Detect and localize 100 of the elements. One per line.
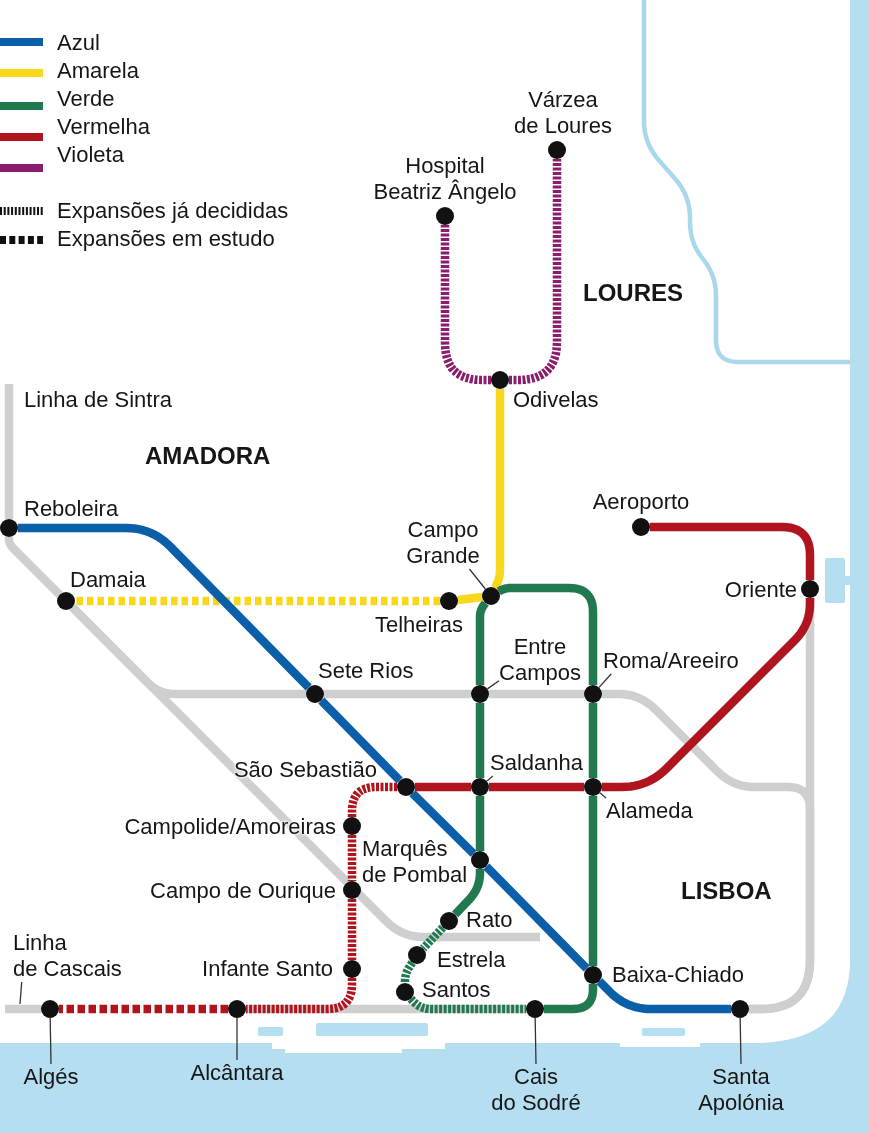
metro-line (409, 790, 477, 857)
metro-line (420, 924, 446, 952)
station-name: Santa Apolónia (698, 1064, 784, 1116)
metro-line (596, 978, 731, 1014)
station-dot (57, 592, 75, 610)
station-name: Aeroporto (592, 489, 690, 515)
railway-line (69, 604, 540, 942)
station-dot (584, 778, 602, 796)
station-dot (343, 960, 361, 978)
area-name: LOURES (583, 280, 683, 306)
metro-line (452, 868, 485, 918)
metro-line (246, 978, 357, 1014)
station-name: São Sebastião (233, 757, 377, 783)
legend-label: Expansões em estudo (57, 226, 275, 252)
metro-line (475, 796, 485, 851)
leader-line (486, 680, 500, 690)
leader-line (49, 1017, 52, 1065)
metro-line (59, 1004, 228, 1014)
leader-line (19, 981, 23, 1005)
station-dot (471, 778, 489, 796)
station-name: Estrela (437, 947, 506, 973)
legend-label: Vermelha (57, 114, 150, 140)
station-name: Infante Santo (202, 956, 333, 982)
metro-line (440, 225, 491, 385)
legend-label: Verde (57, 86, 115, 112)
area-name: AMADORA (145, 443, 271, 469)
railway-line (4, 384, 14, 519)
station-dot (436, 207, 454, 225)
station-name: Hospital Beatriz Ângelo (373, 153, 517, 205)
station-dot (526, 1000, 544, 1018)
metro-line (415, 782, 471, 792)
station-dot (343, 881, 361, 899)
leader-line (236, 1017, 238, 1061)
station-name: Alameda (606, 798, 693, 824)
station-dot (0, 519, 18, 537)
station-name: Oriente (724, 577, 797, 603)
legend-label: Azul (57, 30, 100, 56)
railway-line (5, 1004, 41, 1014)
station-dot (471, 851, 489, 869)
area-name: LISBOA (681, 878, 772, 904)
railway-name: Linha de Sintra (24, 387, 172, 413)
metro-line (475, 703, 485, 778)
station-name: Campolide/Amoreiras (124, 814, 336, 840)
metro-line (347, 835, 357, 881)
station-name: Campo Grande (406, 517, 480, 569)
station-name: Telheiras (375, 612, 463, 638)
station-dot (440, 912, 458, 930)
metro-line (509, 159, 562, 385)
leader-line (534, 1017, 537, 1065)
railway-line (324, 689, 471, 699)
station-name: Roma/Areeiro (603, 648, 739, 674)
metro-line (18, 523, 312, 691)
station-name: Santos (422, 977, 491, 1003)
metro-line (483, 863, 590, 972)
railway-line (489, 689, 584, 699)
station-dot (397, 778, 415, 796)
station-name: Entre Campos (499, 634, 581, 686)
station-dot (584, 966, 602, 984)
metro-line (489, 782, 584, 792)
metro-line (75, 596, 440, 606)
station-dot (228, 1000, 246, 1018)
station-dot (548, 141, 566, 159)
station-dot (41, 1000, 59, 1018)
railway-line (246, 1004, 526, 1014)
station-dot (440, 592, 458, 610)
station-name: Alcântara (190, 1060, 284, 1086)
metro-line (347, 782, 397, 817)
metro-line (457, 592, 483, 605)
station-name: Rato (466, 907, 513, 933)
station-dot (584, 685, 602, 703)
leader-line (468, 568, 487, 590)
metro-line (475, 600, 489, 685)
metro-line (650, 522, 815, 580)
metro-line (544, 984, 598, 1014)
leader-line (739, 1017, 742, 1065)
metro-line (347, 899, 357, 960)
station-name: Baixa-Chiado (612, 962, 745, 988)
station-name: Várzea de Loures (514, 87, 612, 139)
station-name: Saldanha (490, 750, 583, 776)
leader-line (486, 775, 494, 782)
station-dot (482, 587, 500, 605)
metro-line (407, 995, 526, 1014)
station-dot (408, 946, 426, 964)
metro-line (602, 598, 815, 792)
metro-line (495, 583, 598, 685)
metro-line (491, 389, 505, 591)
leader-line (599, 792, 607, 799)
station-dot (632, 518, 650, 536)
station-dot (801, 580, 819, 598)
legend-label: Expansões já decididas (57, 198, 289, 224)
metro-line (588, 796, 598, 966)
legend-label: Amarela (57, 58, 139, 84)
station-name: Campo de Ourique (150, 878, 336, 904)
station-name: Reboleira (24, 496, 119, 522)
station-dot (343, 817, 361, 835)
railway-name: Linha de Cascais (13, 930, 122, 982)
station-name: Marquês de Pombal (362, 836, 468, 888)
station-dot (471, 685, 489, 703)
leader-line (598, 673, 612, 688)
station-name: Damaia (70, 567, 146, 593)
